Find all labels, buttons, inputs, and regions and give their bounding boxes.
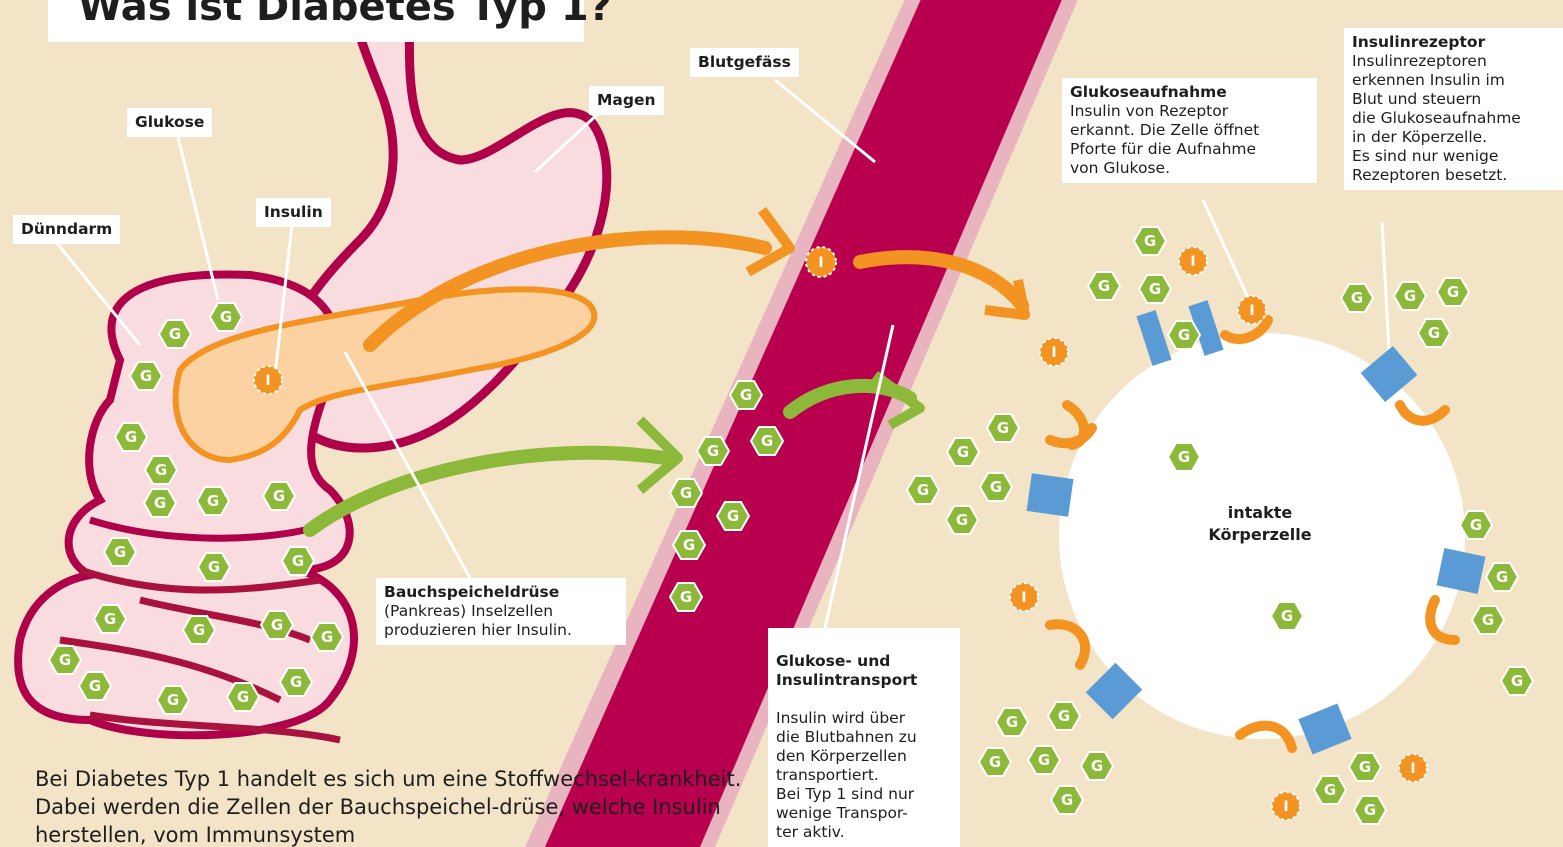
svg-text:G: G — [1178, 326, 1190, 344]
svg-text:G: G — [114, 543, 126, 561]
svg-text:I: I — [1410, 761, 1415, 777]
svg-text:I: I — [1021, 590, 1026, 606]
svg-text:I: I — [1249, 303, 1254, 319]
svg-text:G: G — [990, 478, 1002, 496]
svg-text:G: G — [167, 691, 179, 709]
svg-text:G: G — [104, 610, 116, 628]
svg-text:G: G — [1324, 781, 1336, 799]
svg-text:G: G — [1364, 801, 1376, 819]
label-magen: Magen — [589, 86, 664, 115]
svg-text:G: G — [680, 484, 692, 502]
insulin-label: I — [265, 373, 270, 389]
glucose-label: G — [220, 308, 232, 326]
svg-text:G: G — [1006, 713, 1018, 731]
svg-text:G: G — [740, 386, 752, 404]
title-box: Was ist Diabetes Typ 1? — [48, 0, 584, 42]
svg-text:G: G — [683, 536, 695, 554]
svg-text:G: G — [761, 432, 773, 450]
svg-text:I: I — [1051, 345, 1056, 361]
label-cell: intakte Körperzelle — [1160, 502, 1360, 546]
svg-text:G: G — [1482, 611, 1494, 629]
page-title: Was ist Diabetes Typ 1? — [78, 0, 612, 30]
label-blutgefaess: Blutgefäss — [690, 48, 799, 77]
label-glukoseaufnahme: Glukoseaufnahme Insulin von Rezeptor erk… — [1062, 78, 1317, 183]
svg-text:G: G — [1098, 277, 1110, 295]
svg-text:G: G — [193, 621, 205, 639]
svg-text:I: I — [1190, 254, 1195, 270]
svg-text:G: G — [169, 325, 181, 343]
svg-text:G: G — [1447, 283, 1459, 301]
svg-text:G: G — [1144, 232, 1156, 250]
svg-text:G: G — [1511, 672, 1523, 690]
svg-text:G: G — [1061, 791, 1073, 809]
svg-text:G: G — [1149, 280, 1161, 298]
svg-text:G: G — [1470, 516, 1482, 534]
svg-text:G: G — [989, 753, 1001, 771]
svg-text:G: G — [292, 552, 304, 570]
label-insulinrezeptor: Insulinrezeptor Insulinrezeptoren erkenn… — [1344, 28, 1563, 190]
svg-text:G: G — [1058, 707, 1070, 725]
svg-text:G: G — [154, 494, 166, 512]
label-duenndarm: Dünndarm — [13, 215, 120, 244]
svg-text:G: G — [1178, 448, 1190, 466]
svg-text:G: G — [321, 628, 333, 646]
svg-text:G: G — [290, 673, 302, 691]
label-bauchspeicheldruese: Bauchspeicheldrüse (Pankreas) Inselzelle… — [376, 578, 626, 645]
svg-text:G: G — [956, 511, 968, 529]
svg-text:G: G — [207, 492, 219, 510]
svg-text:G: G — [680, 588, 692, 606]
svg-text:G: G — [273, 487, 285, 505]
svg-text:G: G — [917, 481, 929, 499]
svg-text:G: G — [237, 688, 249, 706]
svg-text:G: G — [271, 616, 283, 634]
svg-text:G: G — [125, 428, 137, 446]
svg-text:G: G — [957, 443, 969, 461]
svg-text:G: G — [1351, 289, 1363, 307]
label-glukose: Glukose — [127, 108, 212, 137]
svg-text:G: G — [1091, 757, 1103, 775]
svg-text:G: G — [707, 442, 719, 460]
svg-text:G: G — [89, 677, 101, 695]
svg-text:G: G — [1404, 287, 1416, 305]
svg-text:G: G — [208, 558, 220, 576]
svg-text:G: G — [997, 419, 1009, 437]
label-insulin: Insulin — [256, 198, 331, 227]
svg-text:G: G — [727, 507, 739, 525]
svg-text:G: G — [1428, 324, 1440, 342]
svg-text:I: I — [1283, 799, 1288, 815]
svg-text:G: G — [1496, 568, 1508, 586]
svg-text:I: I — [818, 255, 823, 271]
svg-text:G: G — [1281, 607, 1293, 625]
svg-text:G: G — [155, 461, 167, 479]
intro-paragraph: Bei Diabetes Typ 1 handelt es sich um ei… — [35, 765, 755, 847]
svg-text:G: G — [1038, 751, 1050, 769]
svg-text:G: G — [140, 367, 152, 385]
label-transport: Glukose- und Insulintransport Insulin wi… — [768, 628, 960, 847]
svg-text:G: G — [1359, 758, 1371, 776]
svg-text:G: G — [59, 651, 71, 669]
